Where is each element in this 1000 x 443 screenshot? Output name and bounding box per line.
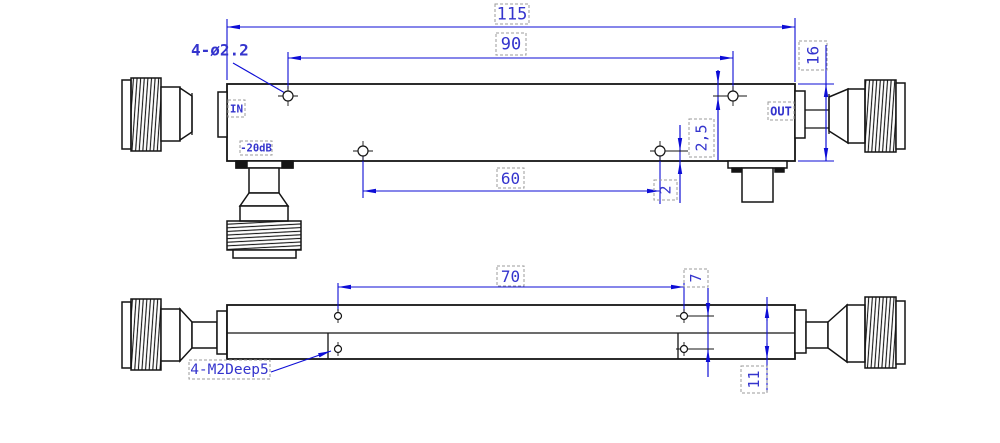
dim-2: 2	[657, 185, 675, 194]
dimension-labels: 115 90 60 16 2,5 2 IN OUT -20dB 4-ø2.2 7…	[188, 3, 828, 394]
callout-through-holes: 4-ø2.2	[191, 41, 249, 60]
dim-11: 11	[745, 370, 763, 388]
stub-body	[741, 167, 774, 203]
port-endcap	[232, 249, 297, 259]
connector-barrel	[846, 304, 866, 363]
connector-barrel	[847, 88, 866, 144]
connector-cone	[828, 87, 849, 145]
port-barrel	[239, 205, 289, 222]
callout-tapped-holes: 4-M2Deep5	[190, 362, 269, 378]
port-cone	[238, 192, 290, 207]
right-port-flange	[794, 90, 806, 139]
connector-knurl	[130, 77, 162, 152]
coupler-body-side	[217, 83, 806, 162]
mounting-holes	[278, 86, 747, 356]
port-knurl	[226, 220, 302, 251]
left-port-flange	[216, 310, 228, 355]
termination-stub	[727, 160, 788, 203]
connector-knurl	[130, 298, 162, 371]
leader-tapped-holes	[270, 350, 332, 373]
stub-flange	[727, 160, 788, 169]
input-n-connector-bottom	[121, 298, 218, 371]
connector-barrel	[160, 86, 181, 142]
dim-70: 70	[501, 267, 520, 286]
tapped-hole-3	[333, 342, 343, 356]
label-out: OUT	[770, 105, 792, 119]
body-outline	[226, 304, 796, 360]
connector-knurl	[864, 79, 897, 153]
output-n-connector	[805, 79, 906, 153]
coupler-body-bottom	[216, 304, 807, 360]
tapped-hole-4	[676, 342, 714, 356]
connector-cone	[179, 307, 193, 363]
leader-through-holes	[232, 62, 286, 94]
connector-endcap	[121, 301, 132, 369]
input-n-connector	[121, 77, 193, 152]
dim-90: 90	[501, 35, 521, 55]
hole-bottom-right	[650, 141, 688, 161]
coupled-port-connector	[226, 160, 302, 259]
connector-knurl	[864, 296, 897, 369]
left-port-flange	[217, 91, 228, 138]
hole-bottom-left	[353, 141, 373, 161]
dim-2-5: 2,5	[693, 124, 711, 151]
connector-endcap	[121, 79, 132, 150]
connector-cone	[827, 303, 848, 364]
dim-16: 16	[804, 46, 823, 65]
top-view	[121, 77, 906, 259]
label-coupling: -20dB	[240, 143, 272, 155]
connector-cone	[179, 86, 193, 142]
dim-7: 7	[687, 273, 705, 282]
tapped-hole-2	[676, 309, 714, 323]
connector-endcap	[895, 300, 906, 365]
connector-neck	[805, 321, 829, 349]
dim-115: 115	[497, 5, 528, 25]
port-neck	[248, 167, 280, 194]
hole-top-right	[713, 86, 747, 106]
tapped-hole-1	[333, 309, 343, 323]
dimension-lines	[226, 18, 834, 392]
dim-60: 60	[501, 169, 520, 188]
bottom-view	[121, 296, 906, 371]
connector-barrel	[160, 308, 181, 362]
body-outline	[226, 83, 796, 162]
output-n-connector-bottom	[805, 296, 906, 369]
right-port-flange	[794, 309, 807, 354]
label-in: IN	[230, 103, 243, 116]
connector-endcap	[895, 82, 906, 150]
hole-top-left	[278, 86, 298, 106]
connector-neck	[191, 321, 218, 349]
